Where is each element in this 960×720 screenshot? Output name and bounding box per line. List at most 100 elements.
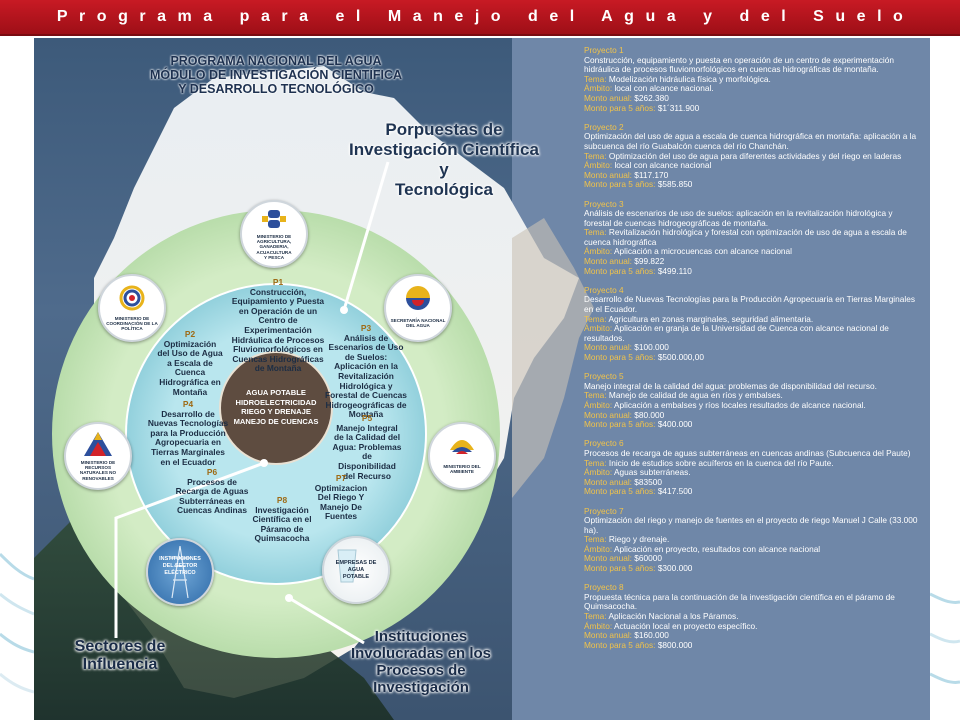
field-value: Manejo de calidad de agua en ríos y emba… xyxy=(608,390,783,401)
field-label: Monto anual: xyxy=(584,409,635,420)
ring-project-number: P6 xyxy=(206,467,218,477)
field-label: Monto anual: xyxy=(584,92,635,103)
project-title: Proyecto 3 xyxy=(584,198,624,209)
sectors-label: Sectores de Influencia xyxy=(70,638,170,674)
badge-label-line: SECRETARÍA NACIONAL xyxy=(390,318,446,323)
field-value: $60000 xyxy=(634,553,662,564)
field-value: $99.822 xyxy=(634,256,665,267)
ring-project-line: Escenarios de Uso xyxy=(328,342,404,353)
field-value: Inicio de estudios sobre acuíferos en la… xyxy=(608,457,834,468)
ring-project-line: en Operación de un xyxy=(238,305,318,316)
badge-label-line: DEL AGUA xyxy=(406,323,430,329)
ring-project-line: Quimsacocha xyxy=(254,533,310,544)
proposals-label-line: Tecnológica xyxy=(395,180,493,199)
institutions-label-line: Involucradas en los xyxy=(350,645,492,662)
ring-project-line: Centro de xyxy=(258,315,298,326)
field-label: Monto para 5 años: xyxy=(584,179,658,190)
ring-project-line: Recarga de Aguas xyxy=(175,486,249,497)
project-tema: Tema: Manejo de calidad de agua en ríos … xyxy=(584,391,920,401)
ring-project-line: del Uso de Agua xyxy=(157,348,223,359)
field-label: Ámbito: xyxy=(584,246,614,257)
ring-project-line: Científica en el xyxy=(252,514,312,525)
project-title: Proyecto 8 xyxy=(584,582,624,593)
ring-project-line: Experimentación xyxy=(244,324,312,335)
project-monto-5: Monto para 5 años: $499.110 xyxy=(584,265,920,277)
ring-project-number: P1 xyxy=(272,277,284,287)
badge-label-line: RENOVABLES xyxy=(82,475,114,481)
field-value: $262.380 xyxy=(634,92,669,103)
institutions-label-line: Instituciones xyxy=(374,628,468,645)
project-description: Optimización del uso de agua a escala de… xyxy=(584,131,917,151)
project-ambito: Ámbito: Aplicación a embalses y ríos loc… xyxy=(584,399,920,411)
ring-project-number: P8 xyxy=(276,495,288,505)
field-label: Ámbito: xyxy=(584,83,615,94)
field-label: Ámbito: xyxy=(584,323,614,334)
project-ambito: Ámbito: local con alcance nacional xyxy=(584,160,920,171)
field-label: Tema: xyxy=(584,534,609,545)
badge-label-line: Y PESCA xyxy=(263,254,285,260)
project-ambito: Ámbito: Aplicación a microcuencas con al… xyxy=(584,247,920,257)
ring-project-line: Tierras Marginales xyxy=(151,446,225,457)
project-monto-5: Monto para 5 años: $400.000 xyxy=(584,419,920,430)
ring-project-line: a Escala de xyxy=(167,357,213,368)
ring-project-line: Manejo De xyxy=(320,501,362,512)
ring-project-number: P7 xyxy=(335,473,347,483)
poster: PROGRAMA NACIONAL DEL AGUA MÓDULO DE INV… xyxy=(34,38,930,720)
field-label: Tema: xyxy=(584,150,609,161)
ring-project-line: Desarrollo de xyxy=(161,408,215,419)
badge-label-line: POTABLE xyxy=(342,574,370,580)
main-title-line: MÓDULO DE INVESTIGACIÓN CIENTÍFICA xyxy=(149,68,403,82)
main-title: PROGRAMA NACIONAL DEL AGUA MÓDULO DE INV… xyxy=(146,54,406,96)
proposals-label: Porpuestas de Investigación Científica y… xyxy=(344,120,544,200)
field-value: $499.110 xyxy=(657,265,692,276)
ring-project-line: Cuencas Andinas xyxy=(177,505,247,516)
ring-project-line: de Montaña xyxy=(254,363,302,374)
badge-label-line: AMBIENTE xyxy=(450,469,474,475)
coordination-ministry-logo-icon xyxy=(119,285,145,311)
project-title: Proyecto 2 xyxy=(584,121,624,132)
decorative-waves-left xyxy=(0,552,34,694)
environment-ministry-logo-icon xyxy=(450,440,474,454)
field-value: $100.000 xyxy=(634,342,669,353)
sectors-label-line: Sectores de xyxy=(74,638,166,655)
field-value: $83500 xyxy=(634,476,662,487)
field-label: Monto para 5 años: xyxy=(584,102,658,113)
field-value: $500.000,00 xyxy=(657,352,704,362)
sectors-label-line: Influencia xyxy=(82,656,158,673)
core-line: MANEJO DE CUENCAS xyxy=(233,416,319,426)
badge-label-line: RECURSOS xyxy=(84,465,112,471)
ring-project-line: Disponibilidad xyxy=(338,460,396,471)
decorative-waves-right xyxy=(930,592,960,684)
project-monto-anual: Monto anual: $117.170 xyxy=(584,170,920,181)
field-label: Ámbito: xyxy=(584,399,614,410)
badge-label-line: MINISTERIO DE xyxy=(80,460,116,465)
field-label: Tema: xyxy=(584,227,609,238)
project-title: Proyecto 4 xyxy=(584,284,624,295)
proposals-label-line: Porpuestas de xyxy=(385,120,503,139)
field-label: Monto anual: xyxy=(584,476,635,487)
agriculture-ministry-logo-icon xyxy=(262,210,286,228)
header-bar: Programa para el Manejo del Agua y del S… xyxy=(0,0,960,36)
project-title: Proyecto 1 xyxy=(584,45,624,55)
core-line: RIEGO Y DRENAJE xyxy=(241,407,311,416)
project-tema: Tema: Riego y drenaje. xyxy=(584,534,920,545)
ring-project-line: Procesos de xyxy=(187,476,237,487)
ring-project-number: P3 xyxy=(360,323,372,333)
project-description: Propuesta técnica para la continuación d… xyxy=(584,591,895,612)
project-monto-5: Monto para 5 años: $585.850 xyxy=(584,180,920,190)
